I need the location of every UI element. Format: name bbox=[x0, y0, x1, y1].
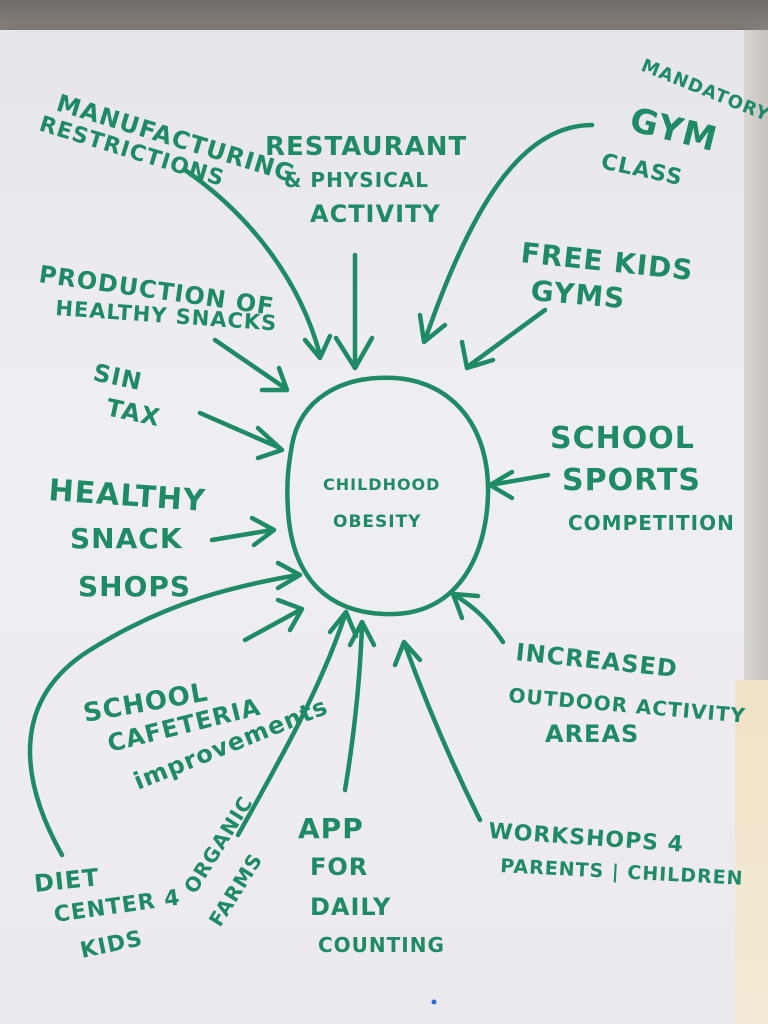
center-label-line2: OBESITY bbox=[333, 512, 422, 532]
idea-healthy-snack-line1: HEALTHY bbox=[47, 473, 207, 519]
arrow-cafeteria bbox=[242, 597, 305, 643]
idea-restaurant-line1: RESTAURANT bbox=[265, 132, 467, 162]
idea-school-sports-line2: SPORTS bbox=[562, 463, 701, 498]
idea-workshops-line1: WORKSHOPS 4 bbox=[488, 819, 685, 858]
idea-diet-line3: KIDS bbox=[78, 926, 145, 964]
idea-gym-line3: CLASS bbox=[599, 149, 685, 191]
idea-sin-tax-line2: TAX bbox=[104, 393, 163, 432]
center-circle bbox=[285, 375, 491, 617]
arrow-outdoor bbox=[450, 591, 506, 645]
arrow-free-kids bbox=[459, 307, 548, 371]
arrow-diet bbox=[27, 560, 303, 858]
idea-outdoor-line1: INCREASED bbox=[514, 638, 679, 683]
center-label-line1: CHILDHOOD bbox=[323, 475, 440, 494]
idea-app-line3: DAILY bbox=[310, 893, 391, 921]
idea-app-line2: FOR bbox=[310, 853, 368, 881]
idea-sin-tax-line1: SIN bbox=[91, 358, 145, 396]
arrow-organic bbox=[235, 609, 359, 838]
idea-restaurant-line3: ACTIVITY bbox=[310, 200, 441, 228]
marker-dot bbox=[431, 999, 437, 1005]
arrow-restaurant bbox=[333, 252, 375, 371]
idea-app-line1: APP bbox=[298, 812, 364, 845]
idea-app-line4: COUNTING bbox=[318, 933, 445, 957]
arrow-manufacturing bbox=[182, 167, 333, 361]
arrow-healthy-snack bbox=[209, 515, 277, 548]
idea-school-sports-line1: SCHOOL bbox=[550, 421, 695, 456]
idea-gym-line2: GYM bbox=[626, 100, 722, 160]
idea-school-sports-line3: COMPETITION bbox=[568, 511, 735, 535]
idea-workshops-line2: PARENTS | CHILDREN bbox=[500, 855, 744, 890]
idea-healthy-snack-line3: SHOPS bbox=[78, 570, 191, 603]
arrow-sin-tax bbox=[197, 410, 285, 461]
idea-healthy-snack-line2: SNACK bbox=[70, 522, 183, 555]
background-wall bbox=[735, 680, 768, 1024]
idea-restaurant-line2: & PHYSICAL bbox=[284, 168, 429, 192]
idea-diet-line1: DIET bbox=[33, 863, 101, 898]
arrow-gym bbox=[417, 122, 595, 345]
arrow-production bbox=[212, 337, 290, 393]
arrow-school-sports bbox=[487, 469, 551, 501]
arrow-workshops bbox=[392, 639, 483, 823]
flipchart-paper bbox=[0, 30, 748, 1024]
idea-outdoor-line3: AREAS bbox=[545, 720, 639, 748]
arrow-app bbox=[342, 619, 377, 793]
